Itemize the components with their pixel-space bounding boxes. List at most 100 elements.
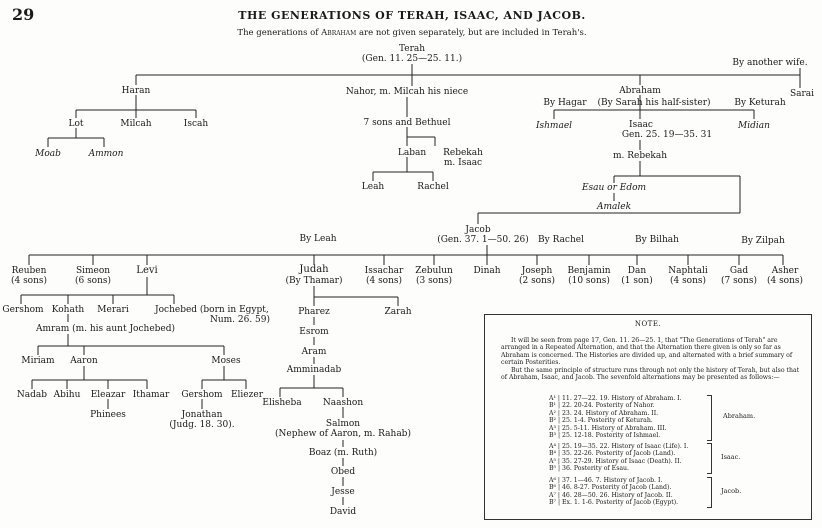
node-gershom-levi: Gershom xyxy=(2,305,44,315)
node-m-rebekah: m. Rebekah xyxy=(612,151,668,161)
node-salmon: Salmon xyxy=(325,419,361,429)
node-joseph-sons: (2 sons) xyxy=(518,276,556,286)
alternation-row: B² | 25. 1-4. Posterity of Keturah. xyxy=(549,417,653,425)
alternation-row: A² | 23. 24. History of Abraham. II. xyxy=(549,409,659,417)
alternation-row: A⁴ | 25. 19—35. 22. History of Isaac (Li… xyxy=(549,443,689,450)
alternation-row: A⁷ | 46. 28—50. 26. History of Jacob. II… xyxy=(549,491,673,499)
node-moses: Moses xyxy=(211,356,241,366)
node-jonathan-ref: (Judg. 18. 30). xyxy=(169,420,235,430)
page-title: THE GENERATIONS OF TERAH, ISAAC, AND JAC… xyxy=(238,9,586,22)
node-elisheba: Elisheba xyxy=(262,398,302,408)
node-zebulun-sons: (3 sons) xyxy=(415,276,453,286)
node-zebulun: Zebulun xyxy=(415,266,453,276)
subtitle-post: are not given separately, but are includ… xyxy=(356,28,587,38)
node-abihu: Abihu xyxy=(53,390,81,400)
page-subtitle: The generations of Abraham are not given… xyxy=(237,28,586,38)
label-by-hagar: By Hagar xyxy=(543,98,587,108)
subtitle-name: Abraham xyxy=(321,28,357,38)
node-terah: Terah xyxy=(398,44,426,54)
jacob-brace xyxy=(707,477,712,508)
isaac-brace xyxy=(707,443,712,474)
alternation-row: B⁶ | 46. 8-27. Posterity of Jacob (Land)… xyxy=(549,484,672,492)
node-reuben-sons: (4 sons) xyxy=(10,276,48,286)
node-judah: Judah xyxy=(299,264,329,275)
node-amram: Amram (m. his aunt Jochebed) xyxy=(36,324,176,334)
label-by-sarah: (By Sarah his half-sister) xyxy=(597,98,711,108)
node-eleazar: Eleazar xyxy=(90,390,126,400)
node-aaron: Aaron xyxy=(70,356,98,366)
node-asher: Asher xyxy=(771,266,799,276)
node-eliezer: Eliezer xyxy=(230,390,264,400)
label-by-leah: By Leah xyxy=(299,234,337,244)
alternation-row: B⁵ | 36. Posterity of Esau. xyxy=(549,465,630,473)
alternation-row: A⁵ | 35. 27-29. History of Isaac (Death)… xyxy=(549,457,682,465)
node-isaac-ref: Gen. 25. 19—35. 31 xyxy=(621,130,713,140)
node-levi: Levi xyxy=(136,265,158,276)
node-esau: Esau or Edom xyxy=(581,183,647,193)
node-nadab: Nadab xyxy=(16,390,48,400)
node-ithamar: Ithamar xyxy=(132,390,170,400)
node-benjamin-sons: (10 sons) xyxy=(568,276,610,286)
node-laban: Laban xyxy=(397,148,427,158)
note-paragraph-2: But the same principle of structure runs… xyxy=(501,367,800,382)
label-by-rachel: By Rachel xyxy=(538,235,584,245)
note-paragraph-1: It will be seen from page 17, Gen. 11. 2… xyxy=(501,337,793,367)
note-heading: NOTE. xyxy=(634,320,662,328)
isaac-group-label: Isaac. xyxy=(721,453,741,461)
node-amalek: Amalek xyxy=(596,202,632,212)
node-pharez: Pharez xyxy=(298,307,330,317)
node-milcah: Milcah xyxy=(120,119,152,129)
node-leah: Leah xyxy=(361,182,385,192)
node-midian: Midian xyxy=(738,121,770,131)
node-seven-sons-bethuel: 7 sons and Bethuel xyxy=(363,118,451,128)
node-jochebed: Jochebed (born in Egypt, xyxy=(155,305,269,315)
node-rachel: Rachel xyxy=(417,182,449,192)
node-joseph: Joseph xyxy=(521,266,553,276)
node-miriam: Miriam xyxy=(21,356,55,366)
node-gershom-moses: Gershom xyxy=(181,390,223,400)
node-simeon: Simeon xyxy=(75,266,111,276)
node-naashon: Naashon xyxy=(322,398,364,408)
node-esrom: Esrom xyxy=(299,327,329,337)
abraham-group-label: Abraham. xyxy=(723,412,756,420)
node-sarai: Sarai xyxy=(789,89,815,99)
node-obed: Obed xyxy=(330,467,356,477)
node-jesse: Jesse xyxy=(331,487,355,497)
alternation-row: B⁷ | Ex. 1. 1-6. Posterity of Jacob (Egy… xyxy=(549,499,679,507)
node-jacob-ref: (Gen. 37. 1—50. 26) xyxy=(437,235,529,245)
label-by-bilhah: By Bilhah xyxy=(635,235,679,245)
node-terah-ref: (Gen. 11. 25—25. 11.) xyxy=(361,54,463,64)
node-amminadab: Amminadab xyxy=(286,365,342,375)
node-boaz: Boaz (m. Ruth) xyxy=(308,448,378,458)
node-kohath: Kohath xyxy=(51,305,85,315)
node-gad-sons: (7 sons) xyxy=(720,276,758,286)
node-zarah: Zarah xyxy=(384,307,412,317)
node-asher-sons: (4 sons) xyxy=(766,276,804,286)
isaac-alternation: A⁴ | 25. 19—35. 22. History of Isaac (Li… xyxy=(549,443,688,473)
alternation-row: B⁴ | 35. 22-26. Posterity of Jacob (Land… xyxy=(549,450,676,458)
node-lot: Lot xyxy=(68,119,84,129)
node-jacob: Jacob xyxy=(465,225,491,235)
node-haran: Haran xyxy=(121,86,151,96)
label-by-keturah: By Keturah xyxy=(734,98,786,108)
node-reuben: Reuben xyxy=(11,266,47,276)
label-by-zilpah: By Zilpah xyxy=(741,236,785,246)
alternation-row: A³ | 25. 5-11. History of Abraham. III. xyxy=(549,424,667,432)
note-box: NOTE. It will be seen from page 17, Gen.… xyxy=(484,314,812,520)
node-naphtali-sons: (4 sons) xyxy=(669,276,707,286)
alternation-row: A¹ | 11. 27—22. 19. History of Abraham. … xyxy=(549,395,682,402)
jacob-group-label: Jacob. xyxy=(721,487,742,495)
node-simeon-sons: (6 sons) xyxy=(74,276,112,286)
node-moab: Moab xyxy=(35,149,61,159)
node-rebekah-m-isaac: m. Isaac xyxy=(443,158,483,168)
node-rebekah: Rebekah xyxy=(443,148,483,158)
alternation-row: B¹ | 22. 20-24. Posterity of Nahor. xyxy=(549,402,655,410)
node-iscah: Iscah xyxy=(183,119,209,129)
abraham-brace xyxy=(707,395,712,441)
alternation-row: A⁶ | 37. 1—46. 7. History of Jacob. I. xyxy=(549,477,663,484)
node-issachar: Issachar xyxy=(364,266,404,276)
node-dinah: Dinah xyxy=(473,266,501,276)
jacob-alternation: A⁶ | 37. 1—46. 7. History of Jacob. I. B… xyxy=(549,477,678,507)
node-dan: Dan xyxy=(627,266,647,276)
